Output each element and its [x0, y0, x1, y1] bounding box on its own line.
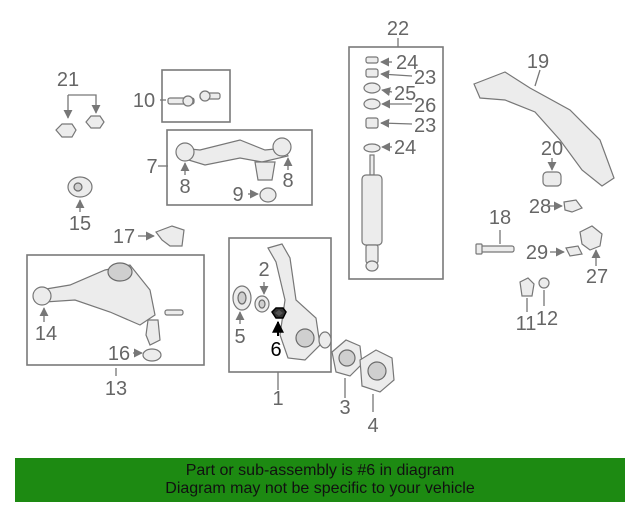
part-17-bracket[interactable] [138, 225, 185, 247]
callout-1: 1 [272, 388, 283, 410]
callout-9: 9 [232, 184, 243, 206]
callout-23-top: 23 [414, 67, 436, 89]
part-21-nuts[interactable] [55, 94, 105, 138]
callout-25: 25 [394, 83, 416, 105]
callout-15: 15 [69, 213, 91, 235]
group-box-10 [161, 69, 231, 123]
group-box-13 [26, 254, 205, 366]
banner-line-1: Part or sub-assembly is #6 in diagram [185, 462, 455, 479]
callout-28: 28 [529, 196, 551, 218]
callout-17: 17 [113, 226, 135, 248]
part-22-shock-absorber[interactable] [361, 38, 413, 272]
part-4-rotor-shield[interactable] [359, 349, 395, 412]
callout-10: 10 [133, 90, 155, 112]
group-box-22 [348, 46, 444, 280]
callout-4: 4 [367, 415, 378, 437]
callout-8-right: 8 [282, 170, 293, 192]
callout-24-bottom: 24 [394, 137, 416, 159]
callout-16: 16 [108, 343, 130, 365]
part-18-bolt[interactable] [475, 230, 515, 255]
callout-18: 18 [489, 207, 511, 229]
part-2-seal[interactable] [254, 282, 270, 313]
part-3-dust-cover[interactable] [331, 339, 363, 398]
banner-line-2: Diagram may not be specific to your vehi… [165, 480, 475, 497]
part-20-bump-stop[interactable] [542, 158, 562, 187]
part-13-lower-arm[interactable] [32, 262, 184, 376]
part-7-upper-arm[interactable] [158, 137, 293, 203]
callout-7: 7 [146, 156, 157, 178]
part-5-dust-seal[interactable] [232, 285, 252, 324]
callout-2: 2 [258, 259, 269, 281]
callout-22: 22 [387, 18, 409, 40]
callout-19: 19 [527, 51, 549, 73]
callout-12: 12 [536, 308, 558, 330]
part-15-bushing[interactable] [67, 176, 93, 212]
callout-5: 5 [234, 326, 245, 348]
callout-8-left: 8 [179, 176, 190, 198]
part-29-clip[interactable] [550, 245, 583, 257]
part-6-nut-highlighted[interactable] [271, 307, 287, 336]
callout-26: 26 [414, 95, 436, 117]
part-10-bolts[interactable] [160, 90, 221, 107]
callout-29: 29 [526, 242, 548, 264]
callout-27: 27 [586, 266, 608, 288]
part-12-washer[interactable] [538, 277, 550, 306]
part-27-bracket[interactable] [579, 225, 603, 266]
callout-6-highlighted: 6 [270, 339, 281, 361]
group-box-7 [166, 129, 313, 206]
part-28-clip[interactable] [548, 199, 583, 213]
callout-14: 14 [35, 323, 57, 345]
callout-3: 3 [339, 397, 350, 419]
callout-21: 21 [57, 69, 79, 91]
callout-13: 13 [105, 378, 127, 400]
callout-24-top: 24 [396, 52, 418, 74]
part-11-nut[interactable] [519, 277, 535, 312]
callout-11: 11 [516, 313, 537, 335]
callout-23-bottom: 23 [414, 115, 436, 137]
group-box-1 [228, 237, 332, 373]
info-banner: Part or sub-assembly is #6 in diagram Di… [15, 458, 625, 502]
part-19-frame-rail[interactable] [473, 69, 615, 187]
callout-20: 20 [541, 138, 563, 160]
